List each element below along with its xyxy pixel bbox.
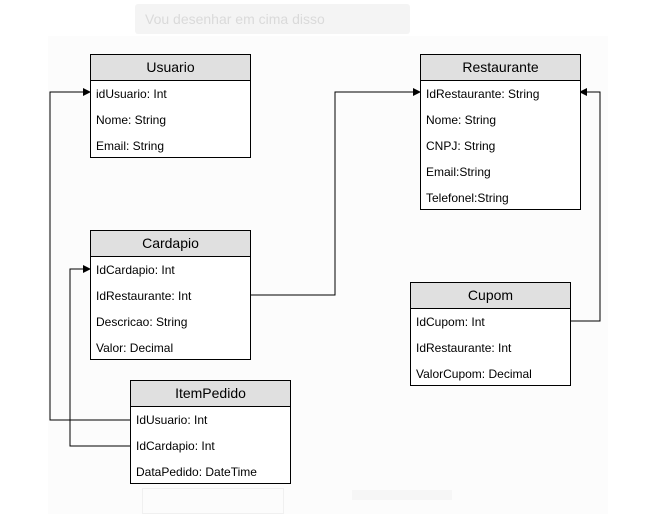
- entity-field: CNPJ: String: [426, 139, 496, 153]
- entity-itempedido[interactable]: ItemPedido IdUsuario: Int IdCardapio: In…: [130, 380, 291, 484]
- entity-field: Telefonel:String: [426, 191, 509, 205]
- entity-usuario[interactable]: Usuario idUsuario: Int Nome: String Emai…: [90, 54, 251, 158]
- entity-field: IdRestaurante: Int: [416, 341, 512, 355]
- entity-field: DataPedido: DateTime: [136, 465, 257, 479]
- entity-field: Email: String: [96, 139, 165, 153]
- entity-title: ItemPedido: [131, 381, 290, 407]
- entity-field: IdCardapio: Int: [136, 439, 215, 453]
- entity-cupom[interactable]: Cupom IdCupom: Int IdRestaurante: Int Va…: [410, 282, 571, 386]
- entity-field: idUsuario: Int: [96, 87, 167, 101]
- entity-field: IdRestaurante: Int: [96, 289, 192, 303]
- entity-field: IdCupom: Int: [416, 315, 485, 329]
- connector-cardapio-restaurante: [250, 88, 421, 296]
- entity-field: ValorCupom: Decimal: [416, 367, 532, 381]
- entity-field: IdRestaurante: String: [426, 87, 540, 101]
- entity-field: Valor: Decimal: [96, 341, 174, 355]
- entity-field: Email:String: [426, 165, 491, 179]
- connector-itempedido-usuario: [49, 88, 130, 421]
- entity-field: Nome: String: [426, 113, 497, 127]
- entity-restaurante[interactable]: Restaurante IdRestaurante: String Nome: …: [420, 54, 581, 210]
- entity-field: Descricao: String: [96, 315, 188, 329]
- entity-field: Nome: String: [96, 113, 167, 127]
- connector-cupom-restaurante: [570, 88, 601, 322]
- entity-title: Cardapio: [91, 231, 250, 257]
- background-prompt-bar: [135, 4, 410, 34]
- connector-itempedido-cardapio: [69, 265, 130, 447]
- entity-cardapio[interactable]: Cardapio IdCardapio: Int IdRestaurante: …: [90, 230, 251, 360]
- entity-field: IdCardapio: Int: [96, 263, 175, 277]
- entity-title: Restaurante: [421, 55, 580, 81]
- background-prompt-text: Vou desenhar em cima disso: [145, 11, 325, 27]
- entity-title: Cupom: [411, 283, 570, 309]
- entity-title: Usuario: [91, 55, 250, 81]
- entity-field: IdUsuario: Int: [136, 413, 208, 427]
- background-artifact: [352, 490, 452, 500]
